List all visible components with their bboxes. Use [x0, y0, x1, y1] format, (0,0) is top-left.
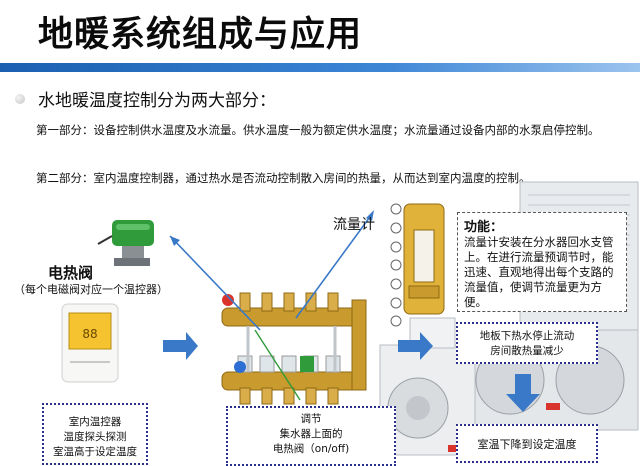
function-callout: 功能： 流量计安装在分水器回水支管上。在进行流量预调节时，能迅速、直观地得出每个…: [457, 212, 627, 312]
electric-valve-note: （每个电磁阀对应一个温控器）: [14, 283, 168, 296]
paragraph-part-one: 第一部分：设备控制供水温度及水流量。供水温度一般为额定供水温度；水流量通过设备内…: [36, 123, 600, 137]
thermostat-icon: 88: [61, 303, 119, 383]
indoor-box-line: 室温高于设定温度: [53, 446, 137, 458]
svg-text:88: 88: [82, 327, 97, 341]
paragraph-part-two: 第二部分：室内温度控制器，通过热水是否流动控制散入房间的热量，从而达到室内温度的…: [36, 171, 531, 185]
adjust-box-line: 调节: [300, 413, 322, 425]
connector-line: [169, 235, 261, 331]
arrow-down-icon: [506, 374, 540, 412]
adjust-valve-box: 调节 集水器上面的 电热阀（on/off): [226, 406, 396, 466]
indoor-box-line: 温度探头探测: [63, 431, 127, 443]
flow-meter-icon: [390, 203, 445, 327]
bullet-icon: [15, 94, 25, 104]
floor-flow-stop-box: 地板下热水停止流动 房间散热量减少: [456, 322, 598, 364]
temp-reached-box: 室温下降到设定温度: [456, 424, 598, 463]
title-underline: [0, 63, 640, 72]
arrow-right-icon: [398, 332, 433, 360]
electric-valve-label: 电热阀: [48, 264, 94, 282]
flow-meter-label: 流量计: [333, 217, 375, 233]
function-title: 功能：: [464, 220, 504, 235]
section-heading: 水地暖温度控制分为两大部分：: [38, 91, 276, 111]
connector-line: [254, 329, 301, 401]
valve-actuator-icon: [97, 220, 154, 266]
adjust-box-line: 电热阀（on/off): [272, 443, 350, 455]
page-title: 地暖系统组成与应用: [38, 15, 363, 55]
arrow-right-icon: [163, 332, 198, 360]
temp-box-text: 室温下降到设定温度: [477, 438, 577, 451]
indoor-box-line: 室内温控器: [68, 416, 122, 428]
indoor-thermostat-box: 室内温控器 温度探头探测 室温高于设定温度: [42, 403, 148, 465]
floor-box-line: 地板下热水停止流动: [479, 330, 575, 342]
function-text: 流量计安装在分水器回水支管上。在进行流量预调节时，能迅速、直观地得出每个支路的流…: [464, 235, 614, 309]
floor-box-line: 房间散热量减少: [490, 345, 564, 357]
connector-line: [295, 213, 373, 319]
manifold-icon: [221, 292, 367, 405]
adjust-box-line: 集水器上面的: [279, 428, 343, 440]
